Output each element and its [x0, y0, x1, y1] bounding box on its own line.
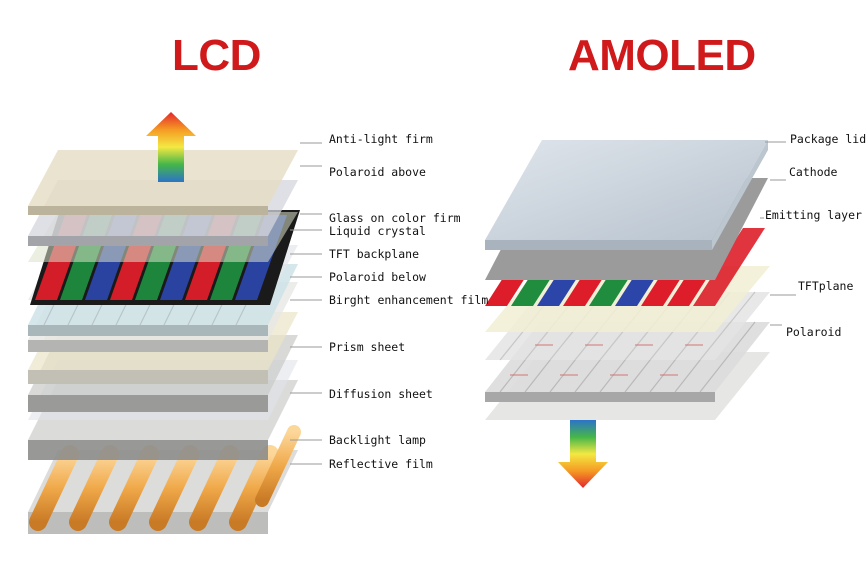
label-polaroid: Polaroid	[786, 325, 842, 339]
backlight-lamp-layer	[29, 425, 301, 531]
label-bright-enhancement-film: Birght enhancement film	[329, 293, 489, 307]
rainbow-arrow-down-icon	[558, 420, 608, 488]
lamp-tube	[69, 445, 119, 531]
label-reflective-film: Reflective film	[329, 457, 433, 471]
rainbow-arrow-up-icon	[146, 112, 196, 182]
amoled-stack	[485, 140, 770, 488]
label-tftplane: TFTplane	[798, 279, 854, 293]
label-prism-sheet: Prism sheet	[329, 340, 406, 354]
lamp-tube	[255, 425, 301, 507]
label-glass-on-color-film: Glass on color firm	[329, 211, 461, 225]
lcd-stack	[28, 112, 301, 534]
label-package-lid: Package lid	[790, 132, 867, 146]
lamp-tube	[29, 445, 79, 531]
label-polaroid-below: Polaroid below	[329, 270, 426, 284]
lamp-tube	[229, 445, 279, 531]
lamp-tube	[149, 445, 199, 531]
label-tft-backplane: TFT backplane	[329, 247, 420, 261]
label-polaroid-above: Polaroid above	[329, 165, 426, 179]
label-emitting-layer: Emitting layer	[765, 208, 862, 222]
amoled-title: AMOLED	[568, 31, 756, 80]
package-lid-layer	[485, 140, 768, 250]
label-anti-light-film: Anti-light firm	[329, 132, 433, 146]
lcd-leader-lines	[290, 142, 322, 465]
lamp-tube	[189, 445, 239, 531]
lamp-tube	[109, 445, 159, 531]
label-liquid-crystal: Liquid crystal	[329, 224, 426, 238]
amoled-leader-lines	[760, 141, 796, 326]
lcd-title: LCD	[172, 31, 261, 80]
label-backlight-lamp: Backlight lamp	[329, 433, 426, 447]
label-diffusion-sheet: Diffusion sheet	[329, 387, 433, 401]
label-cathode: Cathode	[789, 165, 838, 179]
